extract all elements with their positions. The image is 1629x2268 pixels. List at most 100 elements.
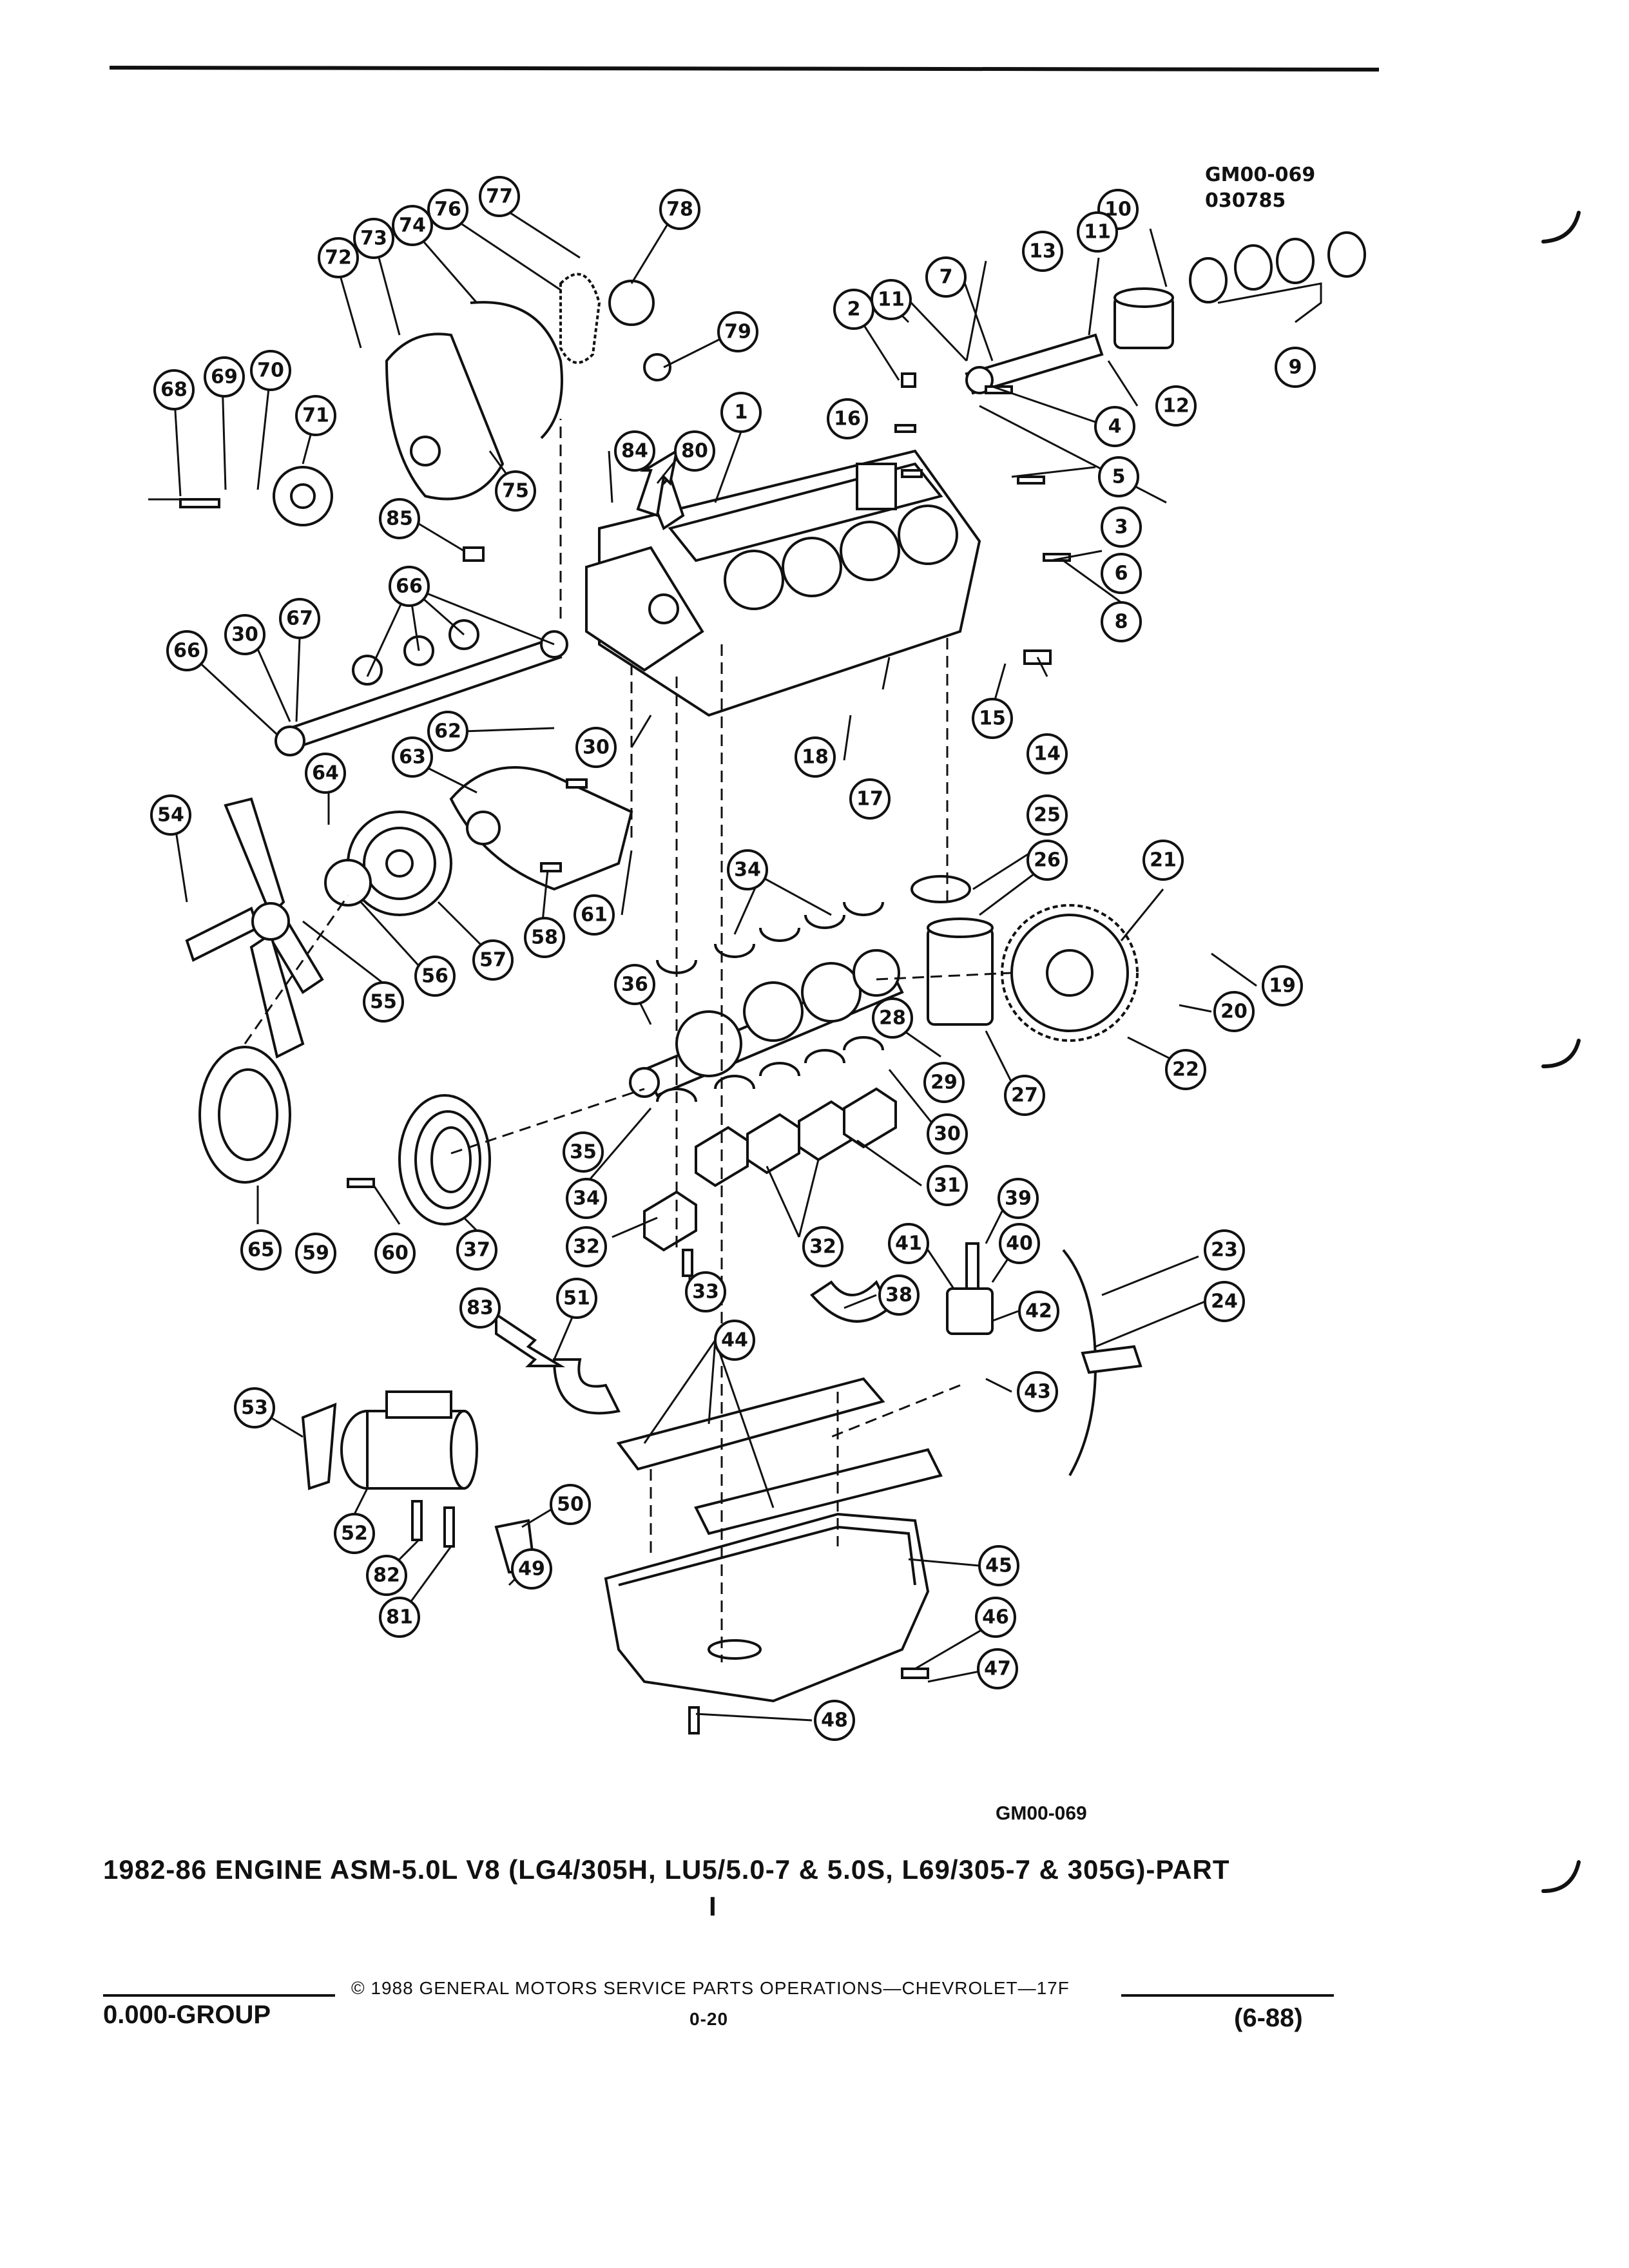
oil-pump bbox=[946, 1242, 994, 1335]
svg-text:36: 36 bbox=[621, 974, 648, 996]
callout: 48 bbox=[814, 1700, 855, 1741]
callout: 38 bbox=[878, 1274, 920, 1316]
svg-text:28: 28 bbox=[879, 1007, 906, 1030]
svg-text:60: 60 bbox=[381, 1242, 409, 1265]
callout: 69 bbox=[204, 356, 245, 398]
water-pump bbox=[449, 766, 633, 891]
svg-text:73: 73 bbox=[360, 227, 387, 250]
svg-text:63: 63 bbox=[399, 746, 426, 769]
svg-text:6: 6 bbox=[1115, 562, 1128, 585]
callout: 24 bbox=[1204, 1281, 1245, 1322]
callout: 60 bbox=[374, 1233, 416, 1274]
front-seal-cap bbox=[810, 1280, 891, 1323]
callout: 76 bbox=[427, 189, 468, 230]
callout: 85 bbox=[379, 498, 420, 539]
crank-hub bbox=[148, 466, 333, 526]
callout: 13 bbox=[1022, 231, 1063, 272]
svg-text:51: 51 bbox=[563, 1287, 590, 1310]
callout: 39 bbox=[998, 1178, 1039, 1219]
callout: 11 bbox=[1077, 211, 1118, 253]
svg-text:9: 9 bbox=[1289, 356, 1302, 379]
callout: 50 bbox=[550, 1484, 591, 1525]
rear-seal bbox=[552, 1358, 621, 1415]
callout: 34 bbox=[566, 1178, 607, 1219]
oil-pan bbox=[604, 1512, 930, 1703]
callout: 26 bbox=[1027, 840, 1068, 881]
top-rule bbox=[109, 66, 1380, 72]
callout: 82 bbox=[366, 1555, 407, 1596]
footer-rule-right bbox=[1121, 1994, 1334, 1997]
callout: 53 bbox=[234, 1387, 275, 1428]
callout: 3 bbox=[1101, 506, 1142, 548]
callout: 83 bbox=[459, 1287, 501, 1329]
callout: 77 bbox=[479, 176, 520, 217]
svg-text:12: 12 bbox=[1162, 395, 1190, 418]
callout: 23 bbox=[1204, 1229, 1245, 1271]
svg-text:29: 29 bbox=[930, 1072, 958, 1094]
callout: 74 bbox=[392, 205, 433, 246]
svg-text:57: 57 bbox=[479, 949, 506, 972]
svg-text:83: 83 bbox=[467, 1297, 494, 1320]
svg-text:41: 41 bbox=[895, 1233, 922, 1255]
damper bbox=[198, 1046, 291, 1184]
svg-text:30: 30 bbox=[231, 624, 258, 646]
svg-text:34: 34 bbox=[573, 1187, 600, 1210]
callout: 25 bbox=[1027, 794, 1068, 836]
callout: 64 bbox=[305, 753, 346, 794]
callout: 63 bbox=[392, 736, 433, 778]
svg-text:72: 72 bbox=[325, 247, 352, 269]
svg-text:23: 23 bbox=[1211, 1239, 1238, 1262]
timing-cover bbox=[385, 301, 563, 501]
callout: 71 bbox=[295, 395, 336, 436]
svg-text:76: 76 bbox=[434, 198, 461, 221]
callout: 32 bbox=[566, 1226, 607, 1267]
arrow-83 bbox=[495, 1312, 566, 1367]
footer-rule-left bbox=[103, 1994, 335, 1997]
svg-text:44: 44 bbox=[721, 1329, 748, 1352]
margin-mark bbox=[1541, 1039, 1581, 1068]
crank-pulley bbox=[398, 1094, 491, 1225]
callout: 19 bbox=[1262, 965, 1303, 1006]
callout: 45 bbox=[978, 1545, 1019, 1586]
svg-text:35: 35 bbox=[570, 1141, 597, 1164]
svg-text:81: 81 bbox=[386, 1606, 413, 1629]
svg-text:34: 34 bbox=[734, 859, 761, 881]
svg-text:45: 45 bbox=[985, 1555, 1012, 1577]
svg-text:5: 5 bbox=[1112, 466, 1126, 488]
crankshaft bbox=[629, 949, 904, 1098]
svg-text:40: 40 bbox=[1006, 1233, 1033, 1255]
callout: 2 bbox=[833, 289, 874, 330]
callout: 7 bbox=[925, 256, 967, 298]
page-number: 0-20 bbox=[689, 2009, 729, 2029]
drawing-date-code: 030785 bbox=[1205, 189, 1286, 212]
svg-text:54: 54 bbox=[157, 804, 184, 827]
camshaft bbox=[275, 619, 568, 756]
callout: 11 bbox=[871, 279, 912, 320]
svg-text:3: 3 bbox=[1115, 516, 1128, 539]
callout: 14 bbox=[1027, 733, 1068, 774]
svg-text:75: 75 bbox=[502, 480, 529, 503]
callout: 16 bbox=[827, 398, 868, 439]
callout: 66 bbox=[166, 630, 207, 671]
svg-text:68: 68 bbox=[160, 379, 188, 401]
svg-text:8: 8 bbox=[1115, 611, 1128, 633]
svg-text:19: 19 bbox=[1269, 975, 1296, 997]
svg-text:52: 52 bbox=[341, 1523, 368, 1545]
fan bbox=[185, 797, 324, 1059]
svg-text:4: 4 bbox=[1108, 416, 1122, 438]
callout: 30 bbox=[224, 614, 265, 655]
oil-filter bbox=[911, 875, 994, 1026]
callout: 41 bbox=[888, 1223, 929, 1264]
callout: 51 bbox=[556, 1278, 597, 1319]
svg-text:67: 67 bbox=[286, 608, 313, 630]
callout: 78 bbox=[659, 189, 700, 230]
svg-text:79: 79 bbox=[724, 321, 751, 343]
svg-text:58: 58 bbox=[531, 927, 558, 949]
callout: 12 bbox=[1155, 385, 1197, 427]
callout: 55 bbox=[363, 981, 404, 1023]
svg-text:43: 43 bbox=[1024, 1381, 1051, 1403]
callout: 47 bbox=[977, 1648, 1018, 1689]
svg-text:27: 27 bbox=[1011, 1084, 1038, 1107]
svg-text:71: 71 bbox=[302, 405, 329, 427]
svg-text:77: 77 bbox=[486, 186, 513, 208]
